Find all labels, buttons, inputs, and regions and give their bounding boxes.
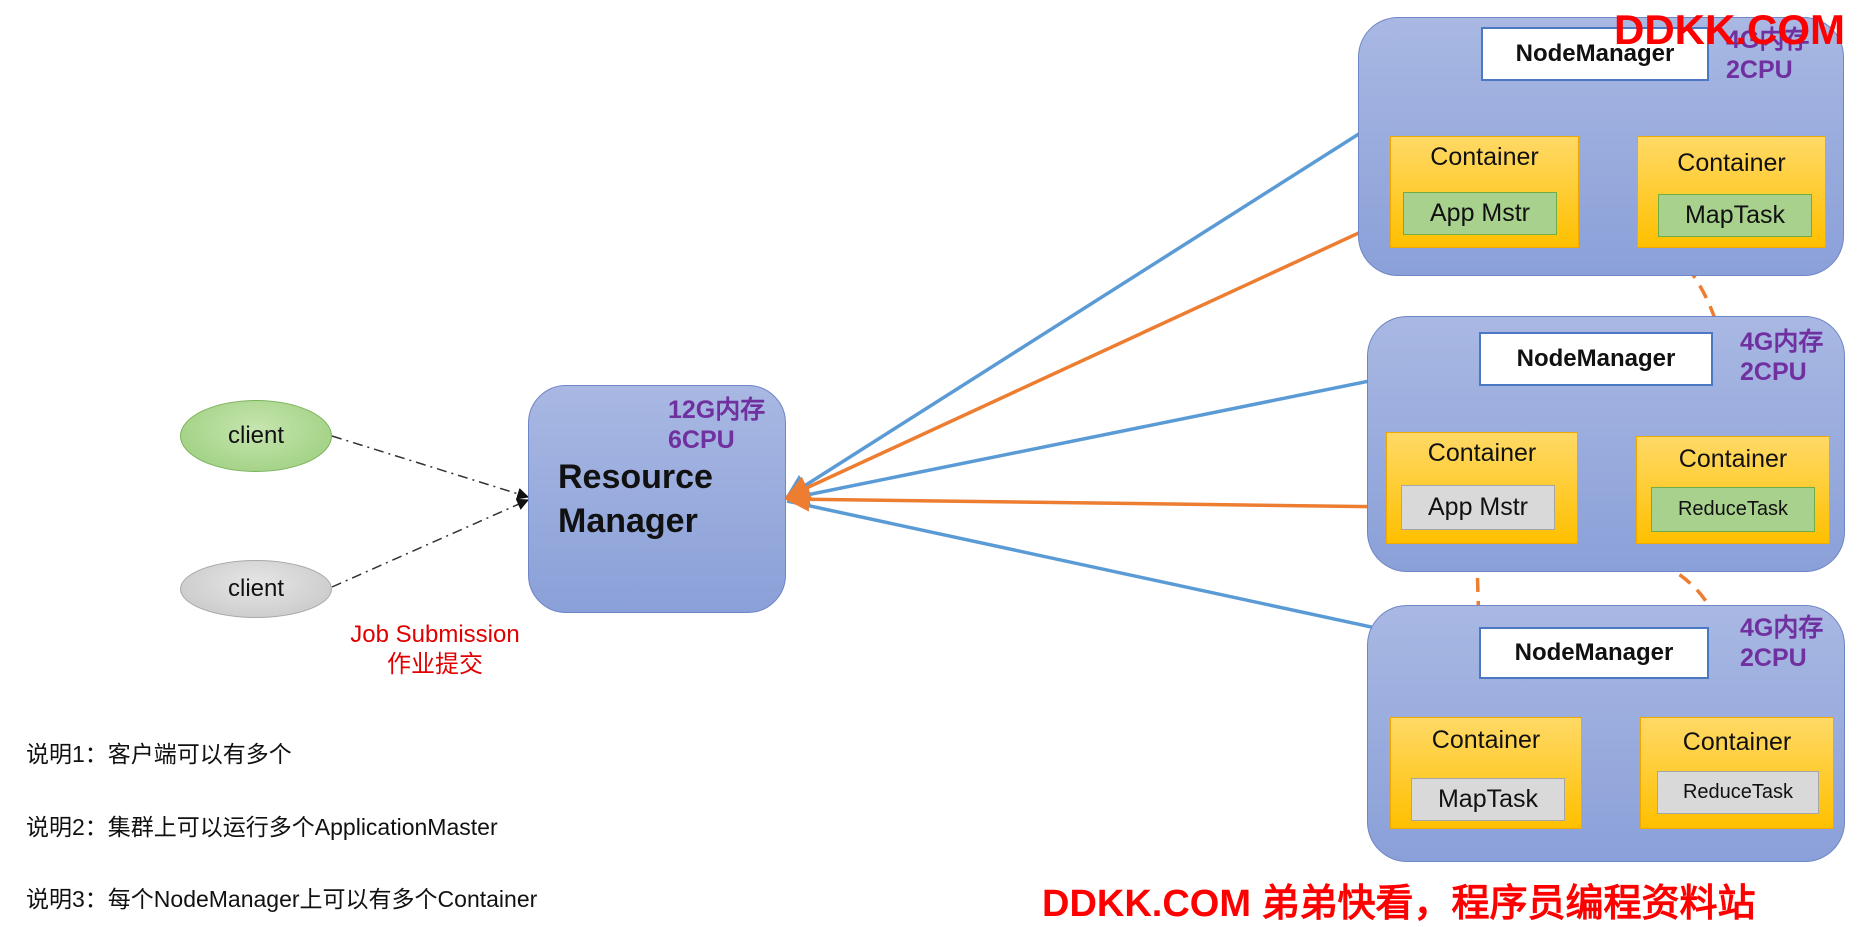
map-task: MapTask [1411,778,1565,821]
node-1-mem: 4G内存 [1726,26,1810,54]
note-3: 说明3：每个NodeManager上可以有多个Container [26,886,538,912]
nodemanager-3-label: NodeManager [1514,639,1674,666]
task-label: MapTask [1437,785,1539,813]
node-3-mem: 4G内存 [1740,614,1824,642]
note-1: 说明1：客户端可以有多个 [26,741,292,767]
resource-manager-title-line2: Manager [558,502,698,540]
container-label: Container [1677,149,1786,177]
node-2-cpu: 2CPU [1740,358,1807,386]
container-label: Container [1427,439,1537,467]
node-1-cpu: 2CPU [1726,56,1793,84]
task-label: MapTask [1684,201,1786,229]
watermark-bottom: DDKK.COM 弟弟快看，程序员编程资料站 [1042,883,1756,925]
app-master-task: App Mstr [1401,485,1555,530]
client2-to-rm-connector [331,498,530,588]
node-1-container-1: Container App Mstr [1390,136,1579,248]
container-label: Container [1682,728,1792,756]
nodemanager-2: NodeManager [1479,332,1713,386]
node-3-cpu: 2CPU [1740,644,1807,672]
client-node-1: client [180,400,332,472]
note-2: 说明2：集群上可以运行多个ApplicationMaster [26,814,498,840]
node-2-container-2: Container ReduceTask [1636,436,1830,544]
rm-to-appmaster2-arrow [784,487,1401,519]
task-label: App Mstr [1427,493,1529,521]
node-2-container-1: Container App Mstr [1386,432,1578,544]
node-3-container-1: Container MapTask [1390,717,1582,829]
task-label: ReduceTask [1682,781,1794,803]
nodemanager-1-label: NodeManager [1515,40,1675,67]
container-label: Container [1678,445,1788,473]
watermark-top: DDKK.COM [1614,6,1845,53]
container-label: Container [1430,143,1539,171]
client-label: client [227,575,285,602]
client-label: client [227,422,285,449]
node-3-resources: 4G内存 2CPU [1740,613,1823,673]
rm-to-appmaster1-arrow [784,211,1405,499]
task-label: ReduceTask [1677,498,1789,520]
job-submission-en: Job Submission [350,621,520,648]
node-1-resources: 4G内存 2CPU [1726,25,1809,85]
container-label: Container [1431,726,1541,754]
nodemanager-3: NodeManager [1479,627,1709,679]
client1-to-rm-connector [331,435,530,500]
reduce-task: ReduceTask [1657,771,1819,814]
resource-manager-box [528,385,786,613]
resource-manager-mem: 12G内存 [668,396,766,424]
resource-manager-resources: 12G内存 6CPU [668,395,765,455]
node-2-resources: 4G内存 2CPU [1740,327,1823,387]
node-1-container-2: Container MapTask [1637,136,1826,248]
reduce-task: ReduceTask [1651,487,1815,532]
resource-manager-cpu: 6CPU [668,426,735,454]
task-label: App Mstr [1429,199,1531,227]
app-master-task: App Mstr [1403,192,1557,235]
node-3-container-2: Container ReduceTask [1640,717,1834,829]
nodemanager-1: NodeManager [1481,27,1709,81]
job-submission-zh: 作业提交 [387,651,483,678]
resource-manager-title: Resource Manager [558,455,713,543]
node-2-mem: 4G内存 [1740,328,1824,356]
nodemanager-2-label: NodeManager [1516,345,1676,372]
client-node-2: client [180,560,332,618]
map-task: MapTask [1658,194,1812,237]
job-submission-label: Job Submission 作业提交 [330,620,540,680]
rm-to-nodemanager3-arrow [786,499,1481,658]
resource-manager-title-line1: Resource [558,458,713,496]
